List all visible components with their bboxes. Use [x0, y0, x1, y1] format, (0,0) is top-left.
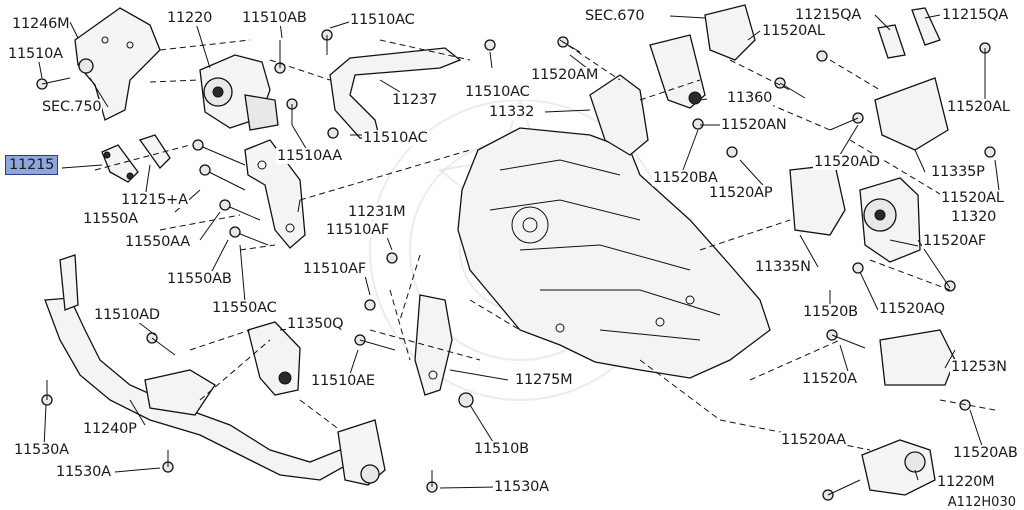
- label-11220m[interactable]: 11220M: [936, 474, 996, 490]
- label-11332[interactable]: 11332: [488, 104, 536, 120]
- label-11253n[interactable]: 11253N: [950, 359, 1008, 375]
- leader-lines: [38, 14, 1001, 489]
- label-11510ac-low[interactable]: 11510AC: [362, 130, 429, 146]
- label-11520aa[interactable]: 11520AA: [780, 432, 847, 448]
- bracket-11332: [589, 74, 649, 156]
- label-11510ab[interactable]: 11510AB: [241, 10, 308, 26]
- bracket-11335n: [789, 164, 846, 236]
- label-11237[interactable]: 11237: [391, 92, 439, 108]
- label-11510a[interactable]: 11510A: [7, 46, 64, 62]
- label-11550ab[interactable]: 11550AB: [166, 271, 233, 287]
- label-11215a[interactable]: 11215+A: [120, 192, 189, 208]
- diagram-code: A112H030: [947, 495, 1016, 510]
- label-11520ad[interactable]: 11520AD: [813, 154, 881, 170]
- label-11520a[interactable]: 11520A: [801, 371, 858, 387]
- label-11520aq[interactable]: 11520AQ: [878, 301, 946, 317]
- label-11215qa-1[interactable]: 11215QA: [794, 7, 863, 23]
- bracket-11275m: [414, 294, 474, 408]
- label-11520ap[interactable]: 11520AP: [708, 185, 774, 201]
- label-11520b[interactable]: 11520B: [802, 304, 859, 320]
- label-sec750[interactable]: SEC.750: [41, 99, 103, 115]
- label-11530a-2[interactable]: 11530A: [55, 464, 112, 480]
- mount-11220: [199, 54, 279, 131]
- label-11320[interactable]: 11320: [950, 209, 998, 225]
- bolts-left: [36, 29, 496, 246]
- plates-11215: [101, 134, 171, 183]
- mount-11350q: [247, 321, 301, 396]
- label-11240p[interactable]: 11240P: [82, 421, 138, 437]
- bracket-11237: [329, 47, 462, 141]
- label-11520an[interactable]: 11520AN: [720, 117, 788, 133]
- label-11510af-1[interactable]: 11510AF: [325, 222, 390, 238]
- label-11520af[interactable]: 11520AF: [922, 233, 987, 249]
- label-11520ab[interactable]: 11520AB: [952, 445, 1019, 461]
- label-11220[interactable]: 11220: [166, 10, 214, 26]
- label-11510ac-top[interactable]: 11510AC: [349, 12, 416, 28]
- label-11510ad[interactable]: 11510AD: [93, 307, 161, 323]
- label-11215qa-2[interactable]: 11215QA: [941, 7, 1010, 23]
- label-11335p[interactable]: 11335P: [930, 164, 986, 180]
- label-11520al-3[interactable]: 11520AL: [940, 190, 1005, 206]
- sec750-bracket: [74, 7, 161, 121]
- label-11510ae[interactable]: 11510AE: [310, 373, 376, 389]
- bracket-sec670: [649, 4, 756, 109]
- label-11246m[interactable]: 11246M: [11, 16, 71, 32]
- label-11520am[interactable]: 11520AM: [530, 67, 600, 83]
- label-11510ac-mid[interactable]: 11510AC: [464, 84, 531, 100]
- label-11215-highlighted[interactable]: 11215: [5, 155, 59, 175]
- label-11510b[interactable]: 11510B: [473, 441, 530, 457]
- label-11360[interactable]: 11360: [726, 90, 774, 106]
- label-11530a-1[interactable]: 11530A: [13, 442, 70, 458]
- label-11275m[interactable]: 11275M: [514, 372, 574, 388]
- label-11510aa[interactable]: 11510AA: [276, 148, 343, 164]
- label-11350q[interactable]: 11350Q: [286, 316, 345, 332]
- label-sec670[interactable]: SEC.670: [584, 8, 646, 24]
- mount-11320: [859, 177, 921, 263]
- label-11550aa[interactable]: 11550AA: [124, 234, 191, 250]
- engine-block: [457, 127, 771, 379]
- label-11231m[interactable]: 11231M: [347, 204, 407, 220]
- crossmember-11240p: [44, 254, 386, 486]
- label-11550ac[interactable]: 11550AC: [211, 300, 278, 316]
- label-11550a[interactable]: 11550A: [82, 211, 139, 227]
- label-11520ba[interactable]: 11520BA: [652, 170, 719, 186]
- label-11530a-3[interactable]: 11530A: [493, 479, 550, 495]
- mount-11253n: [879, 329, 956, 386]
- label-11335n[interactable]: 11335N: [754, 259, 812, 275]
- label-11520al-1[interactable]: 11520AL: [761, 23, 826, 39]
- mount-11220m: [861, 439, 936, 496]
- label-11520al-2[interactable]: 11520AL: [946, 99, 1011, 115]
- bracket-11335p: [874, 7, 949, 151]
- label-11510af-2[interactable]: 11510AF: [302, 261, 367, 277]
